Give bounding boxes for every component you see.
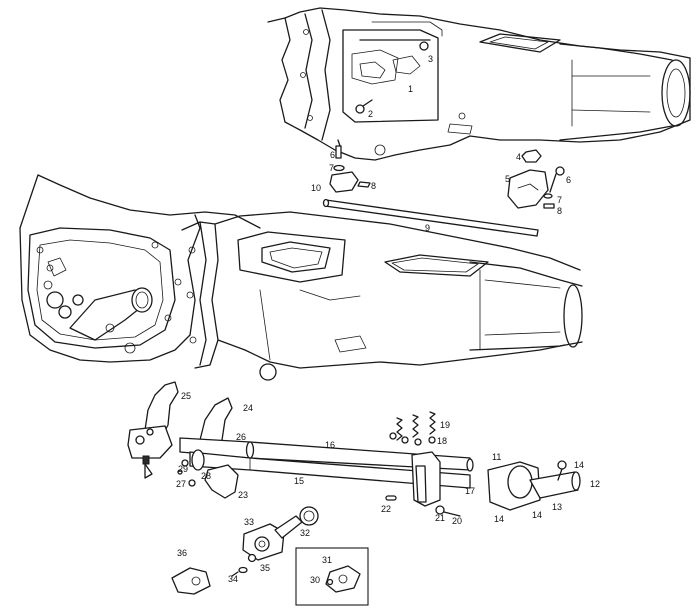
selector-block-right-group bbox=[507, 149, 565, 209]
selector-block-left-group bbox=[329, 139, 371, 193]
callout-number-16: 16 bbox=[325, 440, 335, 450]
callout-number-15: 15 bbox=[294, 476, 304, 486]
callout-number-36: 36 bbox=[177, 548, 187, 558]
callout-number-11: 11 bbox=[492, 452, 501, 462]
callout-number-31: 31 bbox=[322, 555, 332, 565]
callout-number-9: 9 bbox=[425, 223, 430, 233]
callout-number-23: 23 bbox=[238, 490, 248, 500]
callout-number-14: 14 bbox=[532, 510, 542, 520]
callout-number-14: 14 bbox=[574, 460, 584, 470]
gearchange-lever-group bbox=[171, 506, 319, 595]
callout-number-10: 10 bbox=[311, 183, 321, 193]
callout-number-5: 5 bbox=[505, 174, 510, 184]
callout-number-33: 33 bbox=[244, 517, 254, 527]
main-gearbox-casing bbox=[19, 174, 583, 381]
callout-number-6: 6 bbox=[330, 150, 335, 160]
upper-gearbox-casing bbox=[267, 7, 691, 161]
callout-number-14: 14 bbox=[494, 514, 504, 524]
callout-number-19: 19 bbox=[440, 420, 450, 430]
callout-number-21: 21 bbox=[435, 513, 445, 523]
callout-number-7: 7 bbox=[329, 163, 334, 173]
callout-number-27: 27 bbox=[176, 479, 186, 489]
callout-number-17: 17 bbox=[465, 486, 475, 496]
callout-number-30: 30 bbox=[310, 575, 320, 585]
callout-number-34: 34 bbox=[228, 574, 238, 584]
callout-number-35: 35 bbox=[260, 563, 270, 573]
callout-number-8: 8 bbox=[557, 206, 562, 216]
gasket-inset-box bbox=[295, 547, 369, 606]
callout-number-8: 8 bbox=[371, 181, 376, 191]
callout-number-32: 32 bbox=[300, 528, 310, 538]
callout-number-20: 20 bbox=[452, 516, 462, 526]
callout-number-4: 4 bbox=[516, 152, 521, 162]
selector-rod-9 bbox=[322, 198, 539, 237]
callout-number-6: 6 bbox=[566, 175, 571, 185]
callout-number-7: 7 bbox=[557, 195, 562, 205]
callout-number-2: 2 bbox=[368, 109, 373, 119]
callout-number-28: 28 bbox=[201, 471, 211, 481]
callout-number-22: 22 bbox=[381, 504, 391, 514]
callout-number-24: 24 bbox=[243, 403, 253, 413]
callout-number-26: 26 bbox=[236, 432, 246, 442]
callout-number-1: 1 bbox=[408, 84, 413, 94]
callout-number-3: 3 bbox=[428, 54, 433, 64]
callout-number-12: 12 bbox=[590, 479, 600, 489]
callout-number-29: 29 bbox=[178, 464, 188, 474]
callout-number-13: 13 bbox=[552, 502, 562, 512]
callout-number-18: 18 bbox=[437, 436, 447, 446]
callout-number-25: 25 bbox=[181, 391, 191, 401]
selector-forks-assembly bbox=[127, 381, 581, 517]
